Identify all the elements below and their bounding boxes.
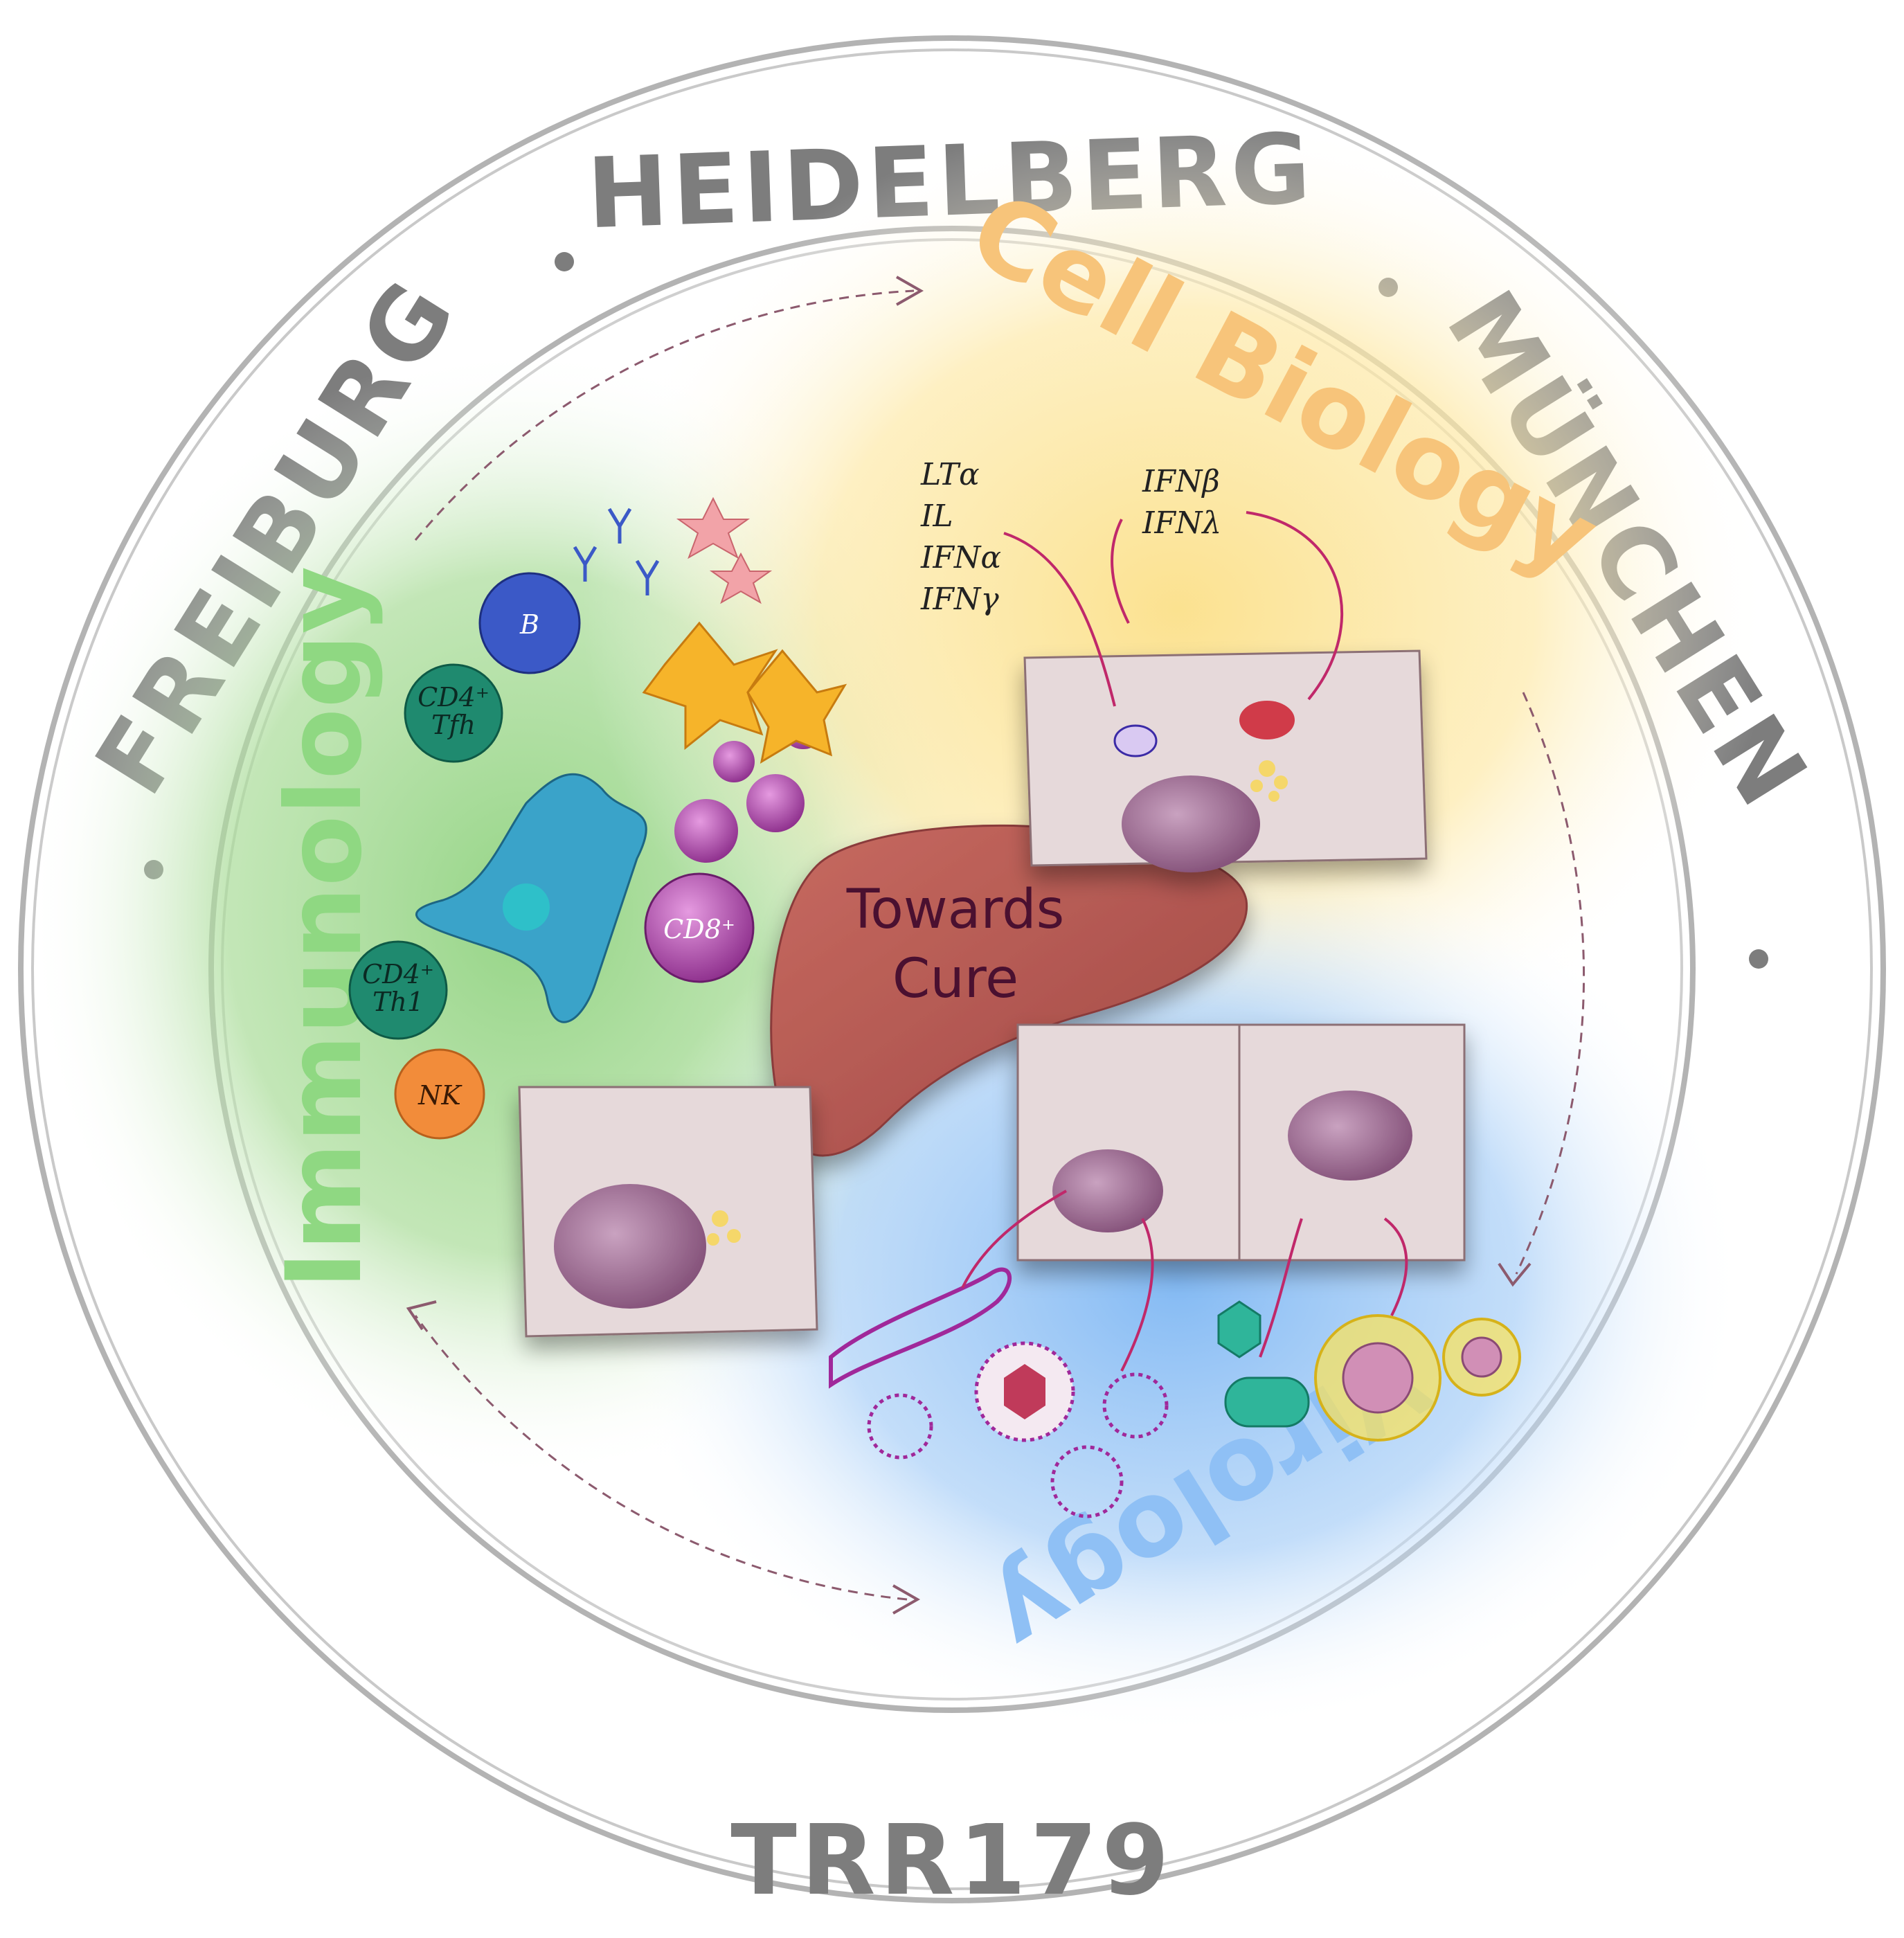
vesicle-yellow-left-1: [712, 1210, 728, 1227]
nk-cell: [394, 1048, 485, 1140]
hexagon-virus: [1217, 1300, 1261, 1358]
stellate-cell-cluster: [642, 621, 847, 764]
yellow-enveloped-virus-inner: [1342, 1342, 1414, 1414]
vesicles-yellow-top: [1250, 760, 1288, 802]
antibody-icon: [573, 546, 598, 582]
cytokine-arrow-right: [1246, 511, 1343, 701]
antibody-icon: [635, 559, 660, 595]
cytokine-list-left: LTα IL IFNα IFNγ: [920, 457, 1001, 617]
nk-cell-label: NK: [417, 1080, 462, 1111]
cytokine-arrows: [1003, 511, 1343, 707]
vesicle-yellow-left-3: [707, 1233, 719, 1246]
cytokine-list-right: IFNβ IFNλ: [1142, 464, 1221, 541]
cytokine-arrow-left: [1003, 532, 1116, 707]
cd4-tfh-label-2: Tfh: [431, 710, 476, 740]
vesicle-yellow-top-1: [1259, 760, 1275, 777]
b-cell: [478, 572, 581, 674]
cytokine-label: IFNλ: [1142, 505, 1221, 541]
viruses: [829, 1267, 1521, 1518]
field-label-immunology: Immunology: [264, 566, 385, 1290]
arrowhead-top: [896, 276, 924, 306]
ring-dot-right: [1749, 949, 1768, 969]
cycle-arrows: [414, 289, 1586, 1601]
endosome-red: [1239, 701, 1295, 739]
cd4-th1-cell: [348, 940, 448, 1040]
pink-star-icon: [676, 496, 751, 559]
hepatocyte-bottom-left-nucleus: [554, 1184, 706, 1309]
virus-particle: [1050, 1445, 1124, 1518]
cytokine-label: IFNβ: [1142, 464, 1220, 499]
stellate-cell: [746, 649, 847, 764]
cytokine-label: LTα: [920, 457, 980, 492]
endosome-blue: [1113, 724, 1158, 757]
cytokine-label: IFNα: [920, 540, 1001, 575]
arrowhead-bottom-left: [406, 1300, 437, 1331]
arrowhead-right: [1498, 1262, 1532, 1287]
vesicle-yellow-left-2: [727, 1229, 741, 1243]
filovirus-like-particle: [829, 1267, 1012, 1389]
cycle-arrow-bottom: [414, 1315, 908, 1601]
virus-particle: [867, 1393, 933, 1460]
stellate-cell: [642, 621, 778, 751]
virus-entry-arrow: [1259, 1218, 1303, 1358]
hepatocyte-immunology: [518, 1086, 818, 1338]
hepatocyte-virology: [1016, 1023, 1466, 1262]
cytokine-arrow-up: [1111, 519, 1130, 624]
cd4-tfh-label-1: CD4⁺: [417, 682, 490, 712]
dividing-virus: [1224, 1376, 1310, 1428]
cycle-arrow-top: [414, 289, 915, 541]
pink-star-icon: [709, 552, 773, 604]
pink-stars: [676, 496, 773, 604]
vesicle-yellow-top-2: [1274, 775, 1288, 789]
antibody-icon: [607, 508, 632, 544]
virus-entry-arrows: [961, 1190, 1408, 1372]
hepatocyte-cell-biology: [1023, 649, 1428, 872]
cytokine-label: IL: [920, 499, 953, 534]
cd8-cell-label: CD8⁺: [663, 914, 735, 944]
cd4-tfh-cell: [404, 663, 503, 763]
virus-particle: [1102, 1372, 1169, 1439]
vesicles-yellow-left: [707, 1210, 741, 1246]
ring-dot-top-left: [555, 252, 574, 271]
antibodies: [573, 508, 660, 595]
dendritic-cell-nucleus: [503, 883, 550, 931]
b-cell-label: B: [519, 609, 539, 640]
plasma-cell: [746, 774, 805, 832]
arrowhead-bottom-right: [892, 1584, 921, 1615]
virus-entry-arrow: [1120, 1218, 1154, 1372]
vesicle-yellow-top-3: [1250, 780, 1263, 792]
center-label-cure: Cure: [892, 948, 1018, 1010]
virus-exit-arrow: [961, 1190, 1067, 1289]
hepatocyte-bottom-right-2-nucleus: [1288, 1091, 1412, 1181]
cytokine-label: IFNγ: [920, 582, 999, 617]
virus-entry-arrow: [1383, 1217, 1408, 1316]
virus-capsid: [1004, 1364, 1045, 1419]
cycle-arrowheads: [406, 276, 1532, 1615]
yellow-enveloped-virus-small-inner: [1461, 1336, 1502, 1378]
hepatocyte-top-right-nucleus: [1122, 775, 1260, 872]
cd8-cell: [644, 872, 755, 983]
hepatocyte-bottom-right-1-nucleus: [1052, 1149, 1163, 1232]
cd4-th1-label-1: CD4⁺: [362, 959, 434, 989]
cycle-arrow-right: [1515, 692, 1586, 1275]
plasma-cell: [674, 799, 738, 863]
vesicle-yellow-top-4: [1268, 791, 1279, 802]
outer-ring: [18, 35, 1886, 1903]
center-label-towards: Towards: [846, 879, 1065, 941]
plasma-cell: [713, 741, 755, 782]
immune-cells: B CD4⁺ Tfh CD4⁺ Th1 NK CD8⁺: [348, 496, 847, 1140]
ring-label-trr179: TRR179: [730, 1804, 1173, 1917]
cd4-th1-label-2: Th1: [372, 987, 424, 1017]
